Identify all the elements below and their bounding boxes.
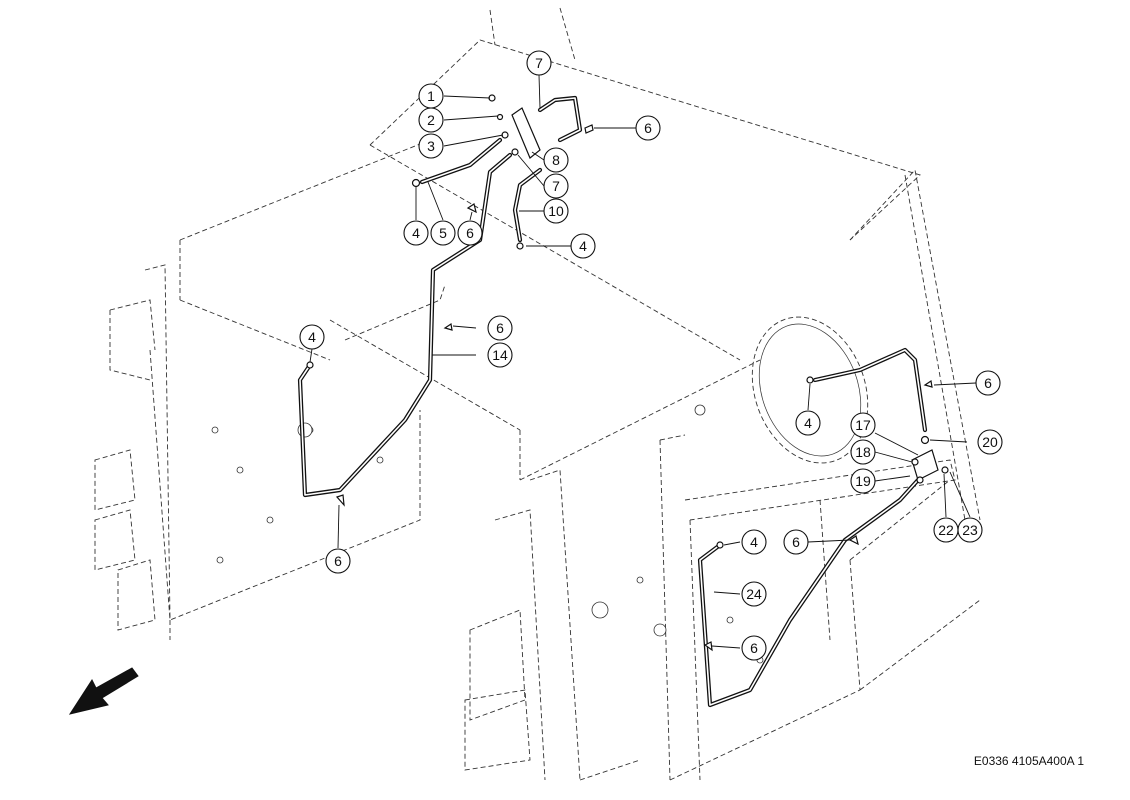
svg-text:3: 3 [427, 138, 435, 154]
direction-arrow-icon [68, 667, 139, 715]
chassis-structure [94, 7, 981, 781]
callout-18: 18 [850, 439, 876, 465]
callout-4-ring: 4 [795, 410, 821, 436]
svg-text:17: 17 [855, 417, 871, 433]
svg-text:18: 18 [855, 444, 871, 460]
callout-14: 14 [487, 342, 513, 368]
svg-text:7: 7 [535, 55, 543, 71]
svg-text:6: 6 [750, 640, 758, 656]
bolt-holes [211, 404, 764, 664]
callout-4-left: 4 [299, 324, 325, 350]
callout-1: 1 [418, 83, 444, 109]
svg-text:6: 6 [792, 534, 800, 550]
callout-6-lower-right: 6 [783, 529, 809, 555]
svg-text:4: 4 [412, 225, 420, 241]
svg-text:6: 6 [984, 375, 992, 391]
svg-text:24: 24 [746, 586, 762, 602]
callout-22: 22 [933, 517, 959, 543]
svg-text:22: 22 [938, 522, 954, 538]
callout-6-bottom-right: 6 [741, 635, 767, 661]
svg-text:14: 14 [492, 347, 508, 363]
drawing-reference-code: E0336 4105A400A 1 [973, 754, 1084, 768]
svg-text:6: 6 [644, 120, 652, 136]
svg-text:20: 20 [982, 434, 998, 450]
callout-2: 2 [418, 107, 444, 133]
callout-6-top-left: 6 [457, 220, 483, 246]
callout-20: 20 [977, 429, 1003, 455]
callout-19: 19 [850, 468, 876, 494]
callout-17: 17 [850, 412, 876, 438]
svg-text:2: 2 [427, 112, 435, 128]
svg-text:6: 6 [496, 320, 504, 336]
callout-8: 8 [543, 147, 569, 173]
callout-4-top-middle: 4 [570, 233, 596, 259]
svg-text:7: 7 [552, 178, 560, 194]
svg-text:19: 19 [855, 473, 871, 489]
svg-text:4: 4 [579, 238, 587, 254]
svg-text:1: 1 [427, 88, 435, 104]
callout-6-left-bottom: 6 [325, 548, 351, 574]
pipe-network [297, 95, 928, 708]
connector-block-19 [911, 449, 939, 481]
svg-text:8: 8 [552, 152, 560, 168]
svg-text:6: 6 [334, 553, 342, 569]
callout-3: 3 [418, 133, 444, 159]
callout-5: 5 [430, 220, 456, 246]
callout-6-middle: 6 [487, 315, 513, 341]
callout-6-right: 6 [975, 370, 1001, 396]
leader-lines [309, 74, 977, 649]
svg-text:4: 4 [804, 415, 812, 431]
callout-7-middle: 7 [543, 173, 569, 199]
svg-text:4: 4 [750, 534, 758, 550]
callout-6-top-right: 6 [635, 115, 661, 141]
svg-text:4: 4 [308, 329, 316, 345]
callout-4-top-left: 4 [403, 220, 429, 246]
svg-text:23: 23 [962, 522, 978, 538]
callout-24: 24 [741, 581, 767, 607]
callout-4-lower-right: 4 [741, 529, 767, 555]
svg-text:5: 5 [439, 225, 447, 241]
callout-10: 10 [543, 198, 569, 224]
manifold-block-8 [511, 107, 541, 159]
svg-text:10: 10 [548, 203, 564, 219]
callout-7-top: 7 [526, 50, 552, 76]
fittings [306, 94, 949, 652]
callout-23: 23 [957, 517, 983, 543]
svg-text:6: 6 [466, 225, 474, 241]
